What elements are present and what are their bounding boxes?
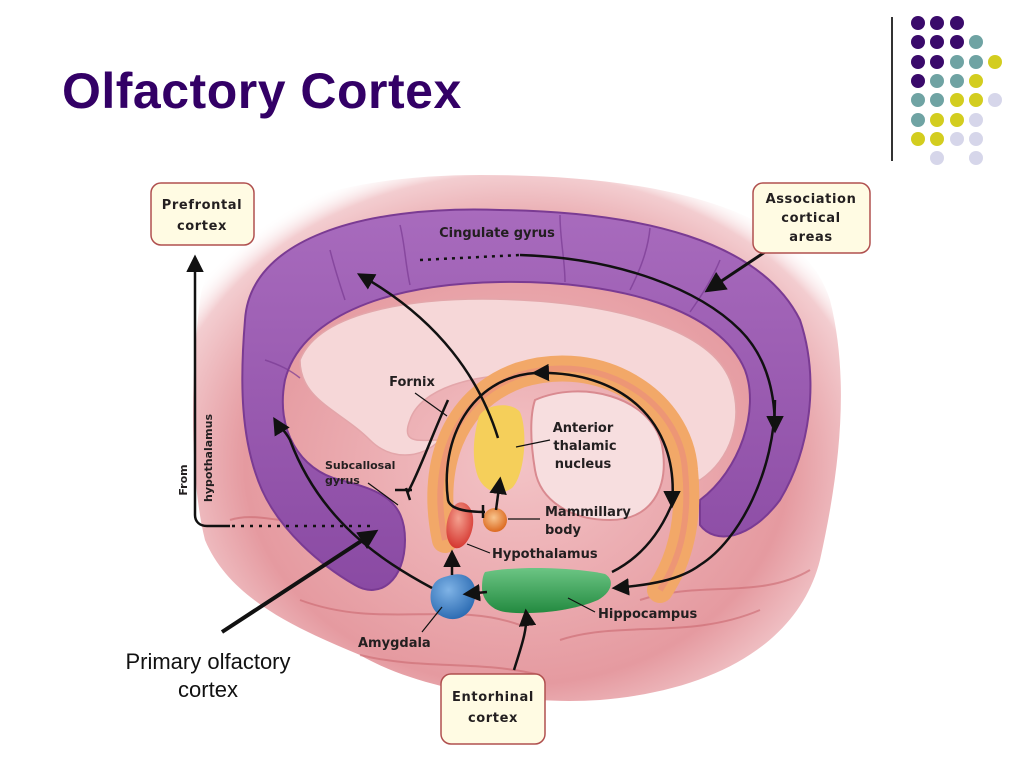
- hippocampus-shape: [482, 567, 611, 614]
- association-label-line-1: Association: [766, 192, 857, 207]
- hypothalamus-vertical-label: hypothalamus: [202, 414, 215, 502]
- hypothalamus-shape: [446, 502, 474, 549]
- hippocampus-label: Hippocampus: [598, 607, 697, 622]
- anterior-thalamic-label-2: thalamic: [553, 439, 616, 454]
- entorhinal-cortex-box: Entorhinal cortex: [440, 673, 546, 745]
- primary-olfactory-cortex-caption: Primary olfactory cortex: [125, 649, 291, 702]
- decorative-divider: [891, 17, 893, 161]
- fornix-label: Fornix: [389, 375, 435, 390]
- mammillary-label-1: Mammillary: [545, 505, 631, 520]
- pathway-arrows: [186, 250, 784, 671]
- prefrontal-label-line-1: Prefrontal: [162, 198, 242, 213]
- anterior-thalamic-label-1: Anterior: [553, 421, 614, 436]
- entorhinal-label-line-1: Entorhinal: [452, 690, 534, 705]
- cingulate-gyrus-region: [241, 208, 812, 591]
- mammillary-body: [483, 508, 507, 532]
- mammillary-label-2: body: [545, 523, 582, 538]
- anterior-thalamic-label-3: nucleus: [555, 457, 612, 472]
- subcallosal-label-2: gyrus: [325, 474, 360, 487]
- subcallosal-label-1: Subcallosal: [325, 459, 395, 472]
- anterior-thalamic-nucleus: [473, 405, 525, 493]
- from-label: From: [177, 464, 190, 495]
- leader-lines: [367, 392, 596, 633]
- slide-title: Olfactory Cortex: [62, 63, 462, 119]
- association-cortical-areas-box: Association cortical areas: [752, 182, 871, 254]
- cingulate-gyrus-label: Cingulate gyrus: [439, 226, 555, 241]
- thalamus-region: [530, 390, 665, 522]
- hypothalamus-label: Hypothalamus: [492, 547, 598, 562]
- prefrontal-label-line-2: cortex: [177, 219, 227, 234]
- association-label-line-3: areas: [789, 230, 833, 245]
- amygdala-label: Amygdala: [358, 636, 431, 651]
- prefrontal-cortex-box: Prefrontal cortex: [150, 182, 255, 246]
- association-label-line-2: cortical: [781, 211, 840, 226]
- entorhinal-label-line-2: cortex: [468, 711, 518, 726]
